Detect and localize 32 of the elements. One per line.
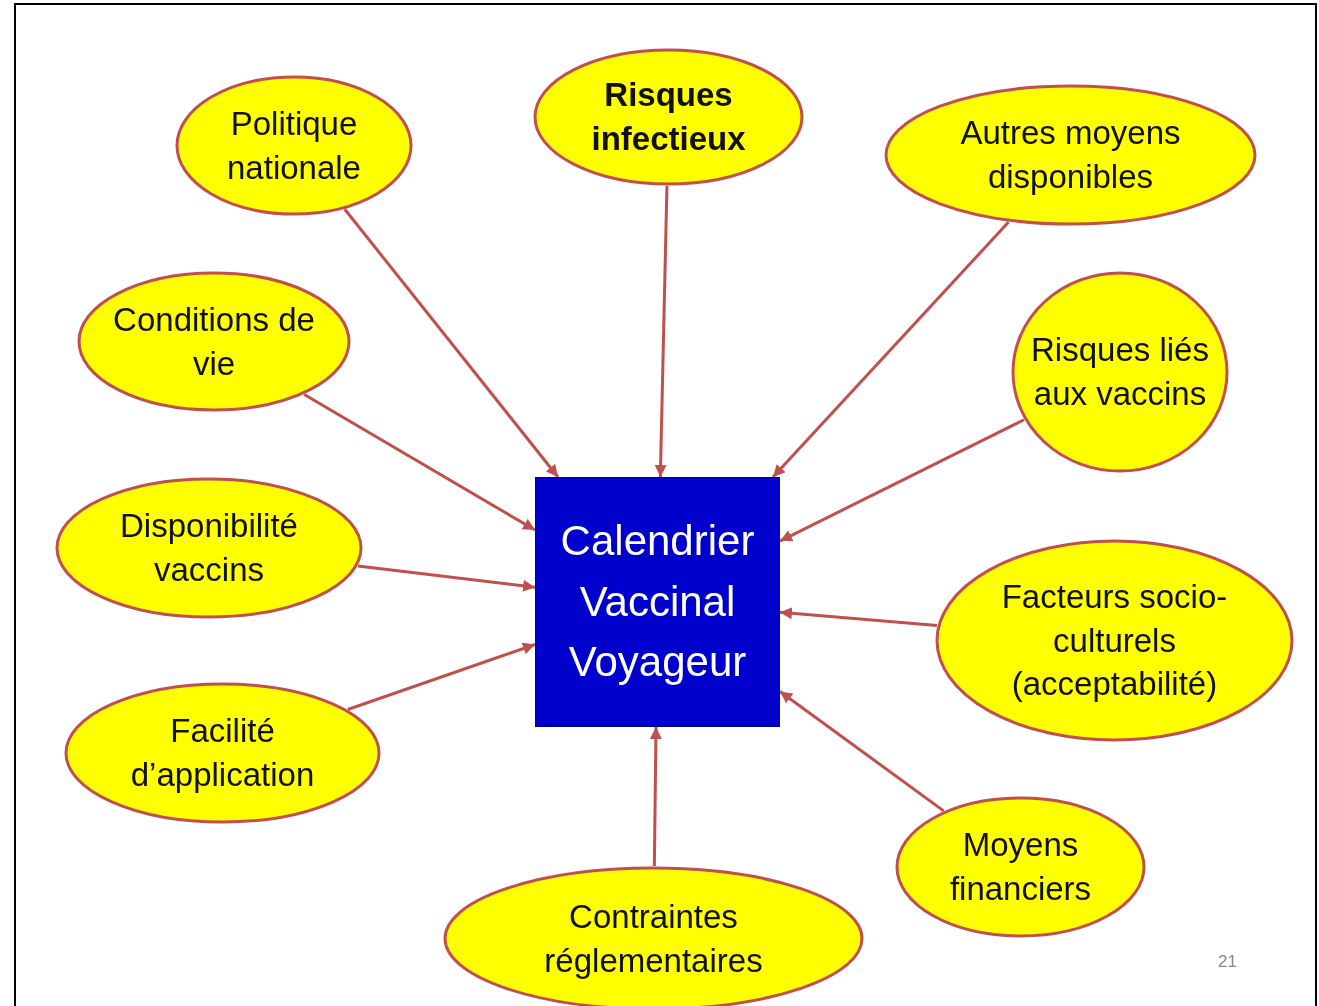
ellipse-node [884,84,1257,226]
node-text: Disponibilité vaccins [119,506,299,590]
node-text: Facteurs socio-culturels (acceptabilité) [1000,577,1229,705]
arrow [779,607,938,628]
ellipse-node [55,477,363,619]
ellipse-node [1011,271,1229,473]
arrow [343,208,560,478]
arrow [347,642,536,711]
node-text: Moyens financiers [948,825,1093,909]
node-text: Risques infectieux [590,75,747,159]
node-text: Politique nationale [226,103,362,188]
node-text: Calendrier Vaccinal Voyageur [559,515,756,688]
ellipse-node [77,271,351,412]
ellipse-node [175,75,413,216]
arrow [357,564,536,592]
node-text: Facilité d’application [129,711,316,795]
ellipse-node [64,682,381,824]
process-box [535,477,780,727]
node-text: Conditions de vie [112,299,316,384]
arrow [303,393,536,532]
page-number: 21 [1218,952,1237,972]
arrow [771,220,1010,478]
ellipse-node [895,796,1146,938]
ellipse-node [533,48,804,186]
arrow [654,185,669,478]
arrow [779,690,945,813]
node-text: Risques liés aux vaccins [1031,330,1209,414]
ellipse-node [935,539,1294,742]
node-text: Contraintes réglementaires [543,896,764,981]
node-text: Autres moyens disponibles [959,113,1182,197]
arrow [649,727,662,867]
arrow [779,418,1025,543]
